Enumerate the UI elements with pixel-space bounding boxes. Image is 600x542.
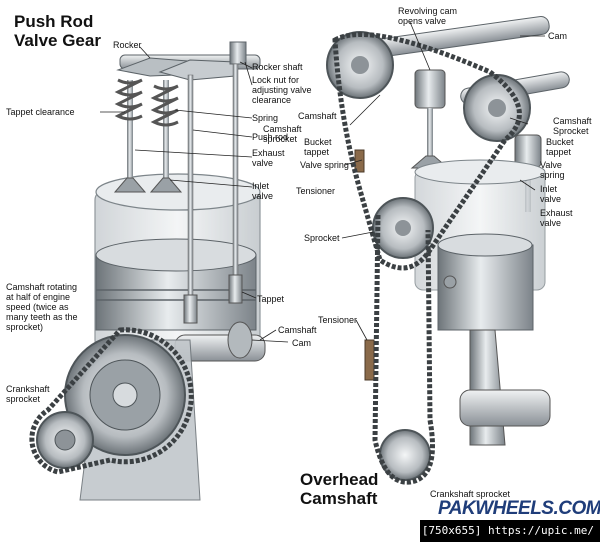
label-exhaust-valve-right: Exhaust valve [540, 208, 573, 228]
push-rod-title: Push Rod Valve Gear [14, 12, 101, 50]
inlet-valve-stem [163, 80, 169, 190]
label-lock-nut: Lock nut for adjusting valve clearance [252, 75, 312, 105]
ohc-engine [326, 16, 570, 485]
timing-chain [29, 327, 194, 475]
label-camshaft-left: Camshaft [278, 325, 317, 335]
lock-nut [229, 41, 247, 65]
label-exhaust-valve-left: Exhaust valve [252, 148, 285, 168]
tappet-2 [228, 274, 243, 304]
push-rod-2 [232, 63, 239, 280]
connecting-rod [469, 329, 506, 446]
label-tappet: Tappet [257, 294, 285, 304]
cam-lobe [227, 321, 253, 359]
label-push-rod: Push rod [252, 132, 289, 142]
label-crankshaft-sprocket-left: Crankshaft sprocket [6, 384, 50, 404]
label-cam-left: Cam [292, 338, 312, 348]
label-sprocket: Sprocket [304, 233, 340, 243]
upper-chain [332, 32, 522, 271]
exhaust-valve-head [113, 177, 147, 193]
overhead-camshaft-title: Overhead Camshaft [300, 470, 379, 508]
label-camshaft-sprocket-left: Camshaft sprocket [263, 124, 302, 144]
crankshaft [459, 389, 551, 427]
leader-lines [100, 21, 545, 343]
label-camshaft-sprocket-right: Camshaft Sprocket [553, 116, 592, 136]
label-tappet-clearance: Tappet clearance [6, 107, 75, 117]
label-cam-right: Cam [548, 31, 568, 41]
valve-springs [114, 78, 179, 127]
label-valve-spring-right: Valve spring [540, 160, 565, 180]
label-rocker: Rocker [113, 40, 142, 50]
label-camshaft-right: Camshaft [298, 111, 337, 121]
lower-chain [372, 214, 435, 485]
upic-footer-link[interactable]: [750x655] https://upic.me/ [420, 520, 600, 542]
label-inlet-valve-left: Inlet valve [252, 181, 274, 201]
label-crankshaft-sprocket-right: Crankshaft sprocket [430, 489, 511, 499]
label-tensioner-top: Tensioner [296, 186, 336, 196]
tappet-1 [183, 294, 198, 324]
label-spring: Spring [252, 113, 279, 123]
label-valve-spring-left: Valve spring [300, 160, 349, 170]
label-camshaft-note: Camshaft rotating at half of engine spee… [6, 282, 78, 332]
push-rod-1 [187, 74, 194, 306]
exhaust-valve-stem [127, 80, 133, 190]
tensioner-bottom [364, 339, 375, 381]
label-bucket-tappet-right: Bucket tappet [546, 137, 574, 157]
label-bucket-tappet-left: Bucket tappet [304, 137, 332, 157]
label-revolving-cam: Revolving cam opens valve [398, 6, 458, 26]
label-rocker-shaft: Rocker shaft [252, 62, 303, 72]
bucket-tappet-left [414, 69, 446, 109]
pakwheels-watermark: PAKWHEELS.COM [438, 498, 600, 519]
label-tensioner-bottom: Tensioner [318, 315, 358, 325]
push-rod-engine [29, 41, 266, 501]
piston-ohc [437, 244, 534, 331]
label-inlet-valve-right: Inlet valve [540, 184, 562, 204]
inlet-valve-head [149, 177, 183, 193]
piston-crown [95, 238, 257, 272]
